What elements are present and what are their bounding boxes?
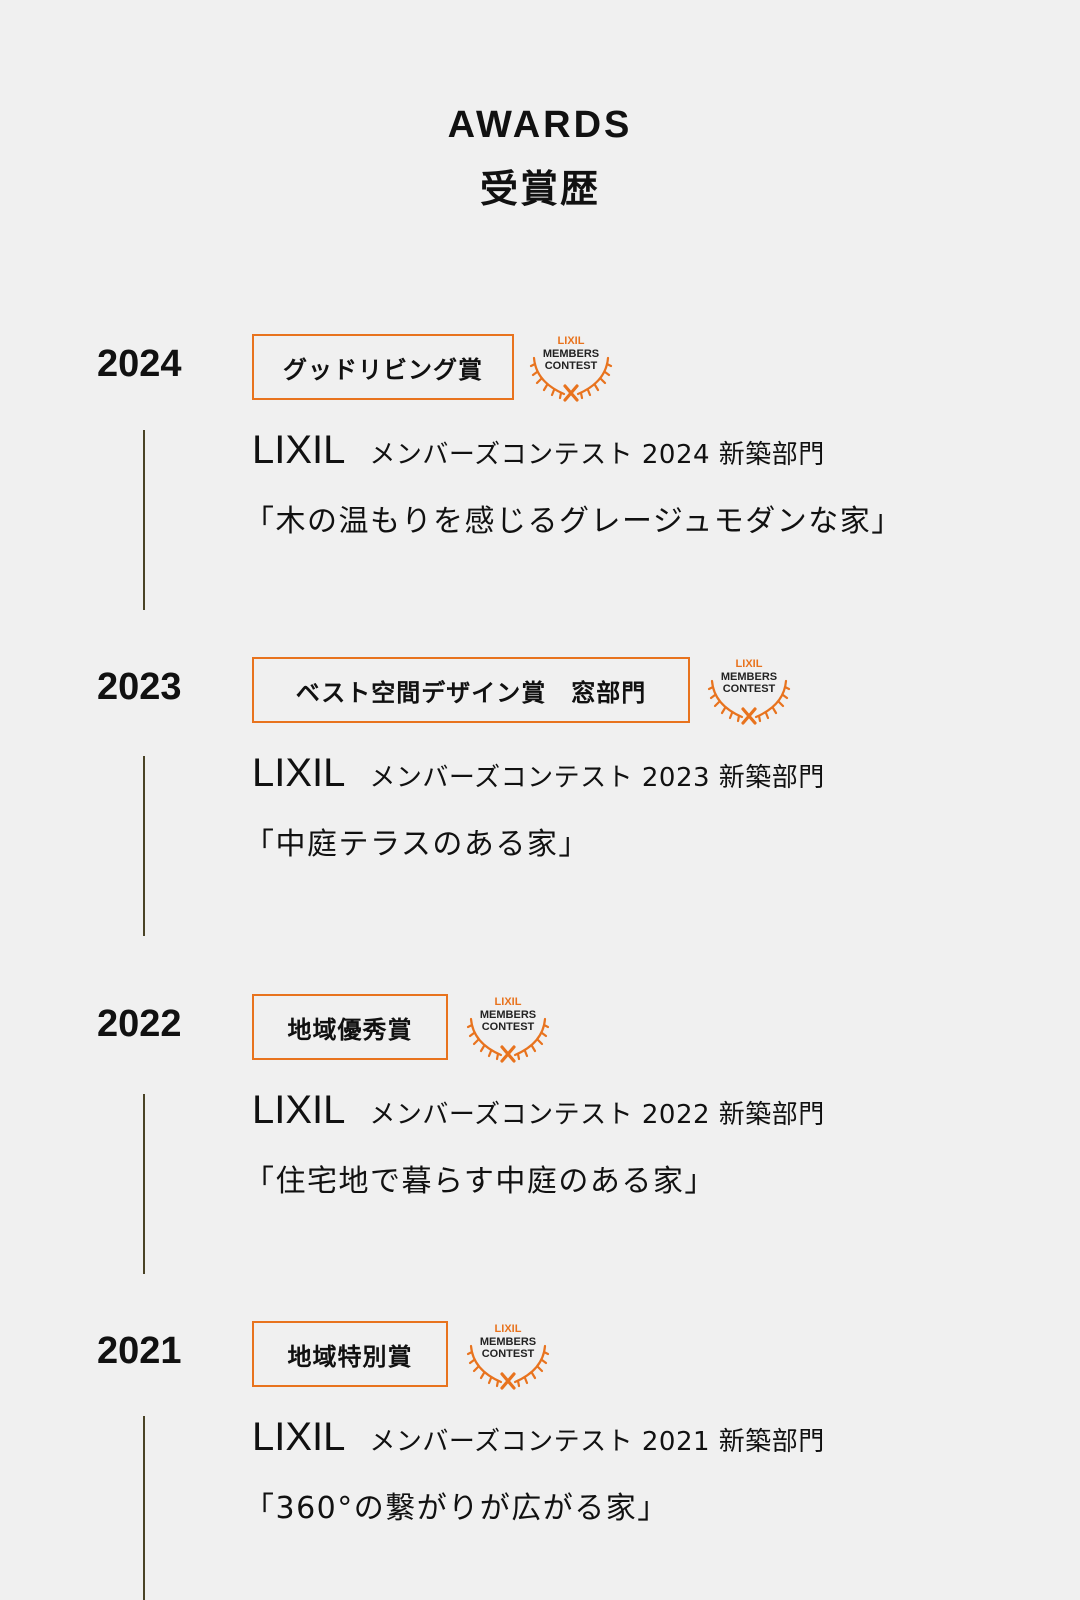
contest-brand: LIXIL xyxy=(252,1088,346,1132)
contest-brand: LIXIL xyxy=(252,428,346,472)
svg-text:MEMBERS: MEMBERS xyxy=(480,1009,536,1021)
contest-info: LIXIL メンバーズコンテスト 2021 新築部門 xyxy=(252,1415,825,1464)
lixil-members-contest-seal-icon: LIXIL MEMBERS CONTEST xyxy=(706,653,792,725)
award-badge: グッドリビング賞 xyxy=(252,334,514,400)
contest-brand: LIXIL xyxy=(252,751,346,795)
section-title-en: AWARDS xyxy=(447,104,633,146)
section-header: AWARDS 受賞歴 xyxy=(0,100,1080,214)
svg-text:LIXIL: LIXIL xyxy=(495,1323,522,1335)
contest-info: LIXIL メンバーズコンテスト 2022 新築部門 xyxy=(252,1088,825,1137)
svg-text:LIXIL: LIXIL xyxy=(558,335,585,347)
contest-info: LIXIL メンバーズコンテスト 2024 新築部門 xyxy=(252,428,825,477)
award-year: 2024 xyxy=(97,343,182,385)
award-year: 2021 xyxy=(97,1330,182,1372)
contest-brand: LIXIL xyxy=(252,1415,346,1459)
section-title-ja: 受賞歴 xyxy=(479,167,600,211)
lixil-members-contest-seal-icon: LIXIL MEMBERS CONTEST xyxy=(465,991,551,1063)
contest-name: メンバーズコンテスト 2023 新築部門 xyxy=(369,763,825,793)
contest-info: LIXIL メンバーズコンテスト 2023 新築部門 xyxy=(252,751,825,800)
lixil-members-contest-seal-icon: LIXIL MEMBERS CONTEST xyxy=(528,330,614,402)
svg-text:LIXIL: LIXIL xyxy=(495,996,522,1008)
contest-name: メンバーズコンテスト 2024 新築部門 xyxy=(369,440,825,470)
svg-text:MEMBERS: MEMBERS xyxy=(543,348,599,360)
award-year: 2022 xyxy=(97,1003,182,1045)
award-badge: ベスト空間デザイン賞 窓部門 xyxy=(252,657,690,723)
timeline-line xyxy=(143,1416,145,1600)
contest-name: メンバーズコンテスト 2022 新築部門 xyxy=(369,1100,825,1130)
timeline-line xyxy=(143,1094,145,1274)
work-title: 「木の温もりを感じるグレージュモダンな家」 xyxy=(244,504,903,539)
timeline-line xyxy=(143,756,145,936)
svg-text:CONTEST: CONTEST xyxy=(545,360,598,372)
svg-text:MEMBERS: MEMBERS xyxy=(480,1336,536,1348)
work-title: 「住宅地で暮らす中庭のある家」 xyxy=(244,1164,716,1199)
lixil-members-contest-seal-icon: LIXIL MEMBERS CONTEST xyxy=(465,1318,551,1390)
timeline-line xyxy=(143,430,145,610)
work-title: 「中庭テラスのある家」 xyxy=(244,827,590,862)
award-badge: 地域優秀賞 xyxy=(252,994,448,1060)
work-title: 「360°の繋がりが広がる家」 xyxy=(244,1491,669,1526)
svg-text:CONTEST: CONTEST xyxy=(723,683,776,695)
award-year: 2023 xyxy=(97,666,182,708)
svg-text:MEMBERS: MEMBERS xyxy=(721,671,777,683)
svg-text:LIXIL: LIXIL xyxy=(736,658,763,670)
svg-text:CONTEST: CONTEST xyxy=(482,1348,535,1360)
contest-name: メンバーズコンテスト 2021 新築部門 xyxy=(369,1427,825,1457)
svg-text:CONTEST: CONTEST xyxy=(482,1021,535,1033)
award-badge: 地域特別賞 xyxy=(252,1321,448,1387)
